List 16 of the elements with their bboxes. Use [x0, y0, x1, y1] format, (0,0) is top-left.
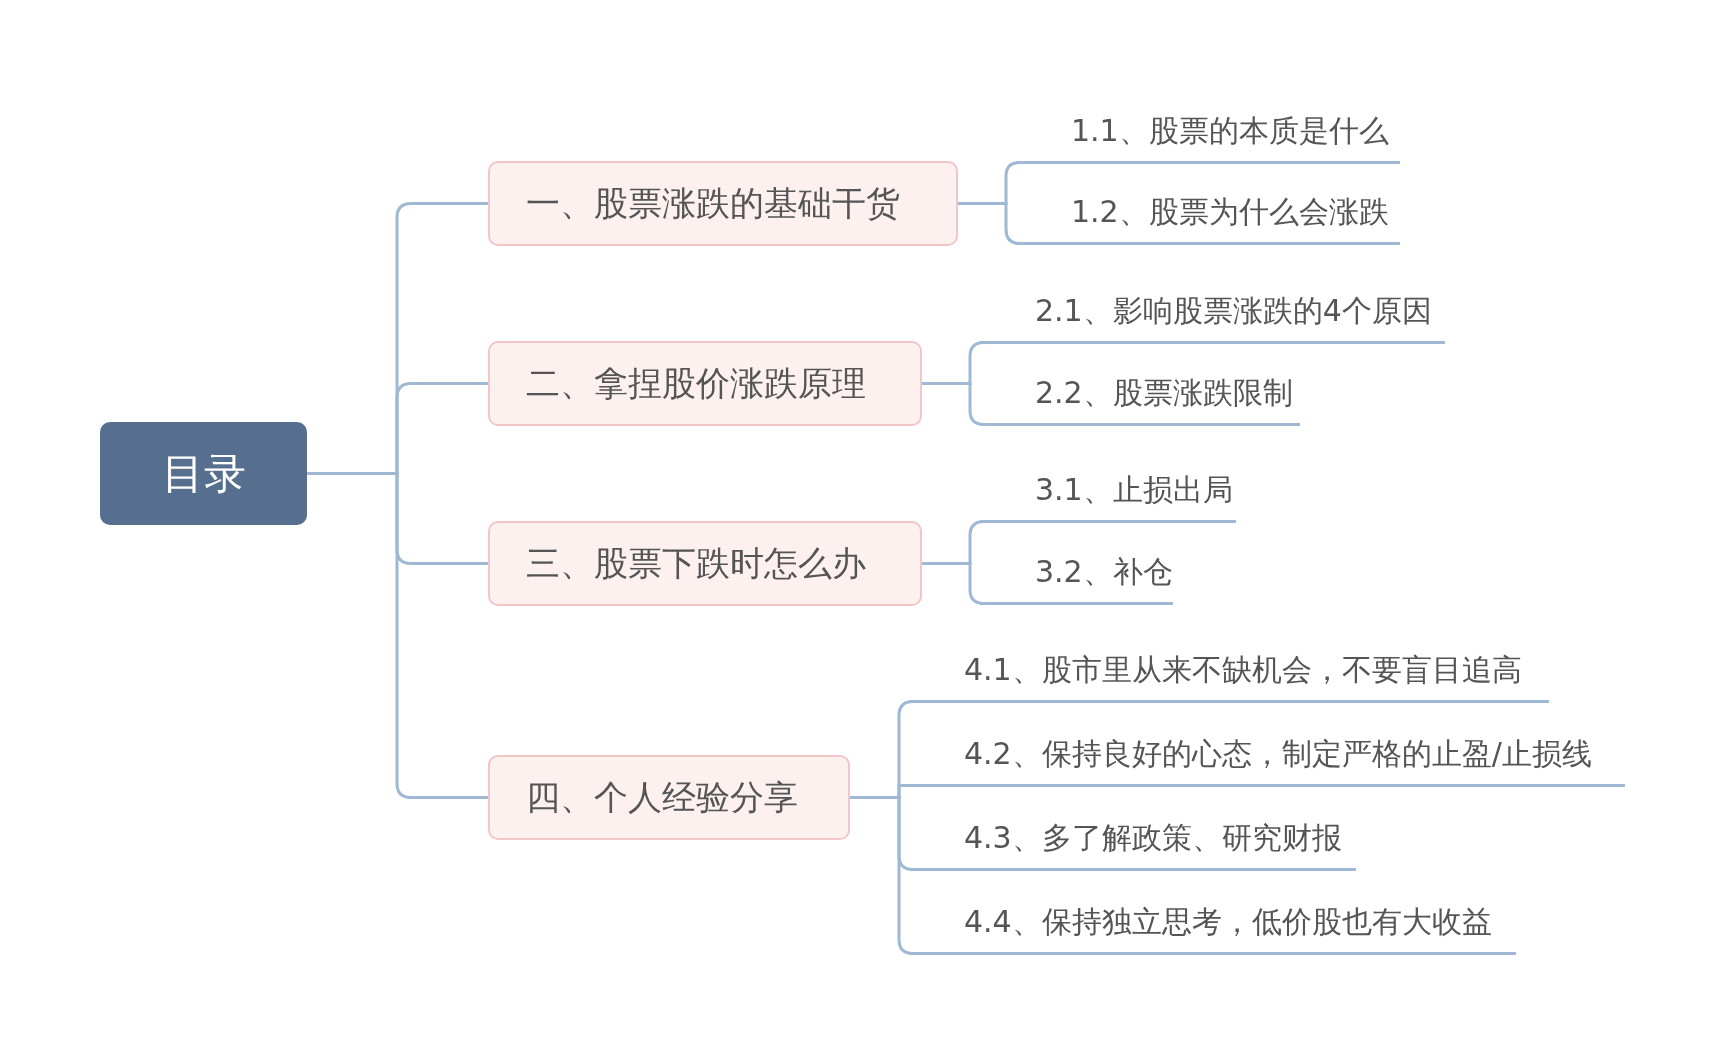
subtopic-item: 2.1、影响股票涨跌的4个原因 [980, 282, 1445, 344]
topic-box: 一、股票涨跌的基础干货 [488, 161, 958, 246]
subtopic-item: 3.2、补仓 [980, 543, 1173, 605]
subtopic-item: 4.2、保持良好的心态，制定严格的止盈/止损线 [909, 725, 1625, 787]
subtopic-item: 2.2、股票涨跌限制 [980, 364, 1300, 426]
subtopic-item: 1.2、股票为什么会涨跌 [1016, 183, 1400, 245]
topic-box: 三、股票下跌时怎么办 [488, 521, 922, 606]
subtopic-item: 4.3、多了解政策、研究财报 [909, 809, 1356, 871]
subtopic-item: 3.1、止损出局 [980, 461, 1236, 523]
root-topic-box: 目录 [100, 422, 307, 525]
subtopic-item: 4.1、股市里从来不缺机会，不要盲目追高 [909, 641, 1549, 703]
subtopic-item: 1.1、股票的本质是什么 [1016, 102, 1400, 164]
topic-box: 四、个人经验分享 [488, 755, 850, 840]
connector-line [307, 472, 488, 799]
topic-box: 二、拿捏股价涨跌原理 [488, 341, 922, 426]
subtopic-item: 4.4、保持独立思考，低价股也有大收益 [909, 893, 1516, 955]
